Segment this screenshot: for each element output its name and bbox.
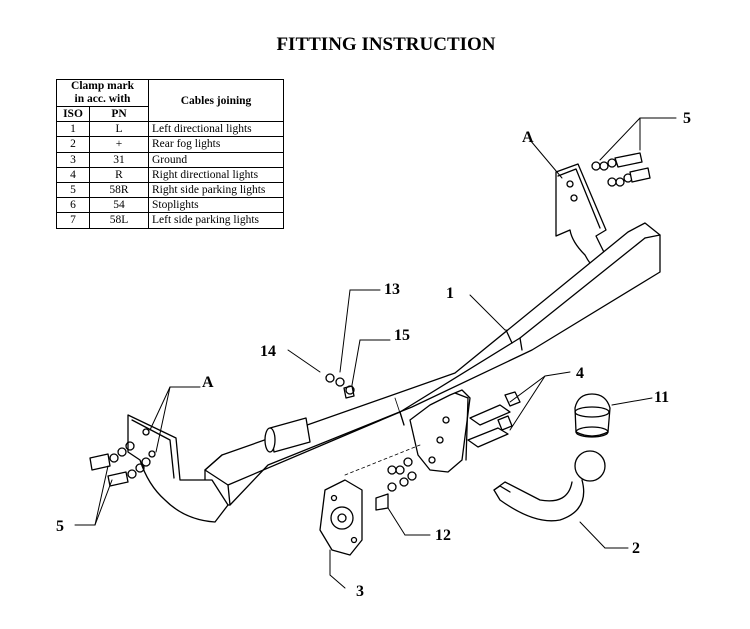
callout-part-4: 4 <box>576 365 584 382</box>
ball-cover <box>574 393 611 438</box>
table-row: 6 54 Stoplights <box>56 197 284 214</box>
table-row: 3 31 Ground <box>56 151 284 168</box>
callout-part-1: 1 <box>446 285 454 302</box>
callout-part-2: 2 <box>632 540 640 557</box>
table-row: 1 L Left directional lights <box>56 121 284 138</box>
table-row: 2 + Rear fog lights <box>56 136 284 153</box>
callout-part-5-right: 5 <box>683 110 691 127</box>
callout-part-12: 12 <box>435 527 451 544</box>
bolt-set-4 <box>467 391 521 448</box>
bolt-set-right-5 <box>591 152 651 187</box>
page-title: FITTING INSTRUCTION <box>276 34 496 55</box>
callout-part-5-left: 5 <box>56 518 64 535</box>
callout-part-13: 13 <box>384 281 400 298</box>
table-row: 7 58L Left side parking lights <box>56 212 284 229</box>
callout-leaders <box>74 117 677 589</box>
cables-joining-table: Clamp mark in acc. with Cables joining I… <box>56 78 284 229</box>
iso-header: ISO <box>56 105 90 123</box>
table-row: 5 58R Right side parking lights <box>56 182 284 199</box>
callout-mark-a-left: A <box>202 374 214 391</box>
bolt-set-left-5 <box>89 441 151 487</box>
nut-set-13-15 <box>325 373 355 399</box>
main-crossbar <box>204 222 661 506</box>
center-ball-mount-bracket <box>409 389 471 473</box>
pn-header: PN <box>89 105 149 123</box>
round-support-tube <box>264 417 311 453</box>
ball-neck <box>493 450 606 522</box>
clamp-mark-header: Clamp mark in acc. with <box>56 79 149 107</box>
callout-mark-a-right: A <box>522 129 534 146</box>
socket-plate <box>319 479 363 556</box>
callout-part-11: 11 <box>654 389 669 406</box>
table-row: 4 R Right directional lights <box>56 166 284 184</box>
callout-part-15: 15 <box>394 327 410 344</box>
callout-part-3: 3 <box>356 583 364 600</box>
callout-part-14: 14 <box>260 343 276 360</box>
